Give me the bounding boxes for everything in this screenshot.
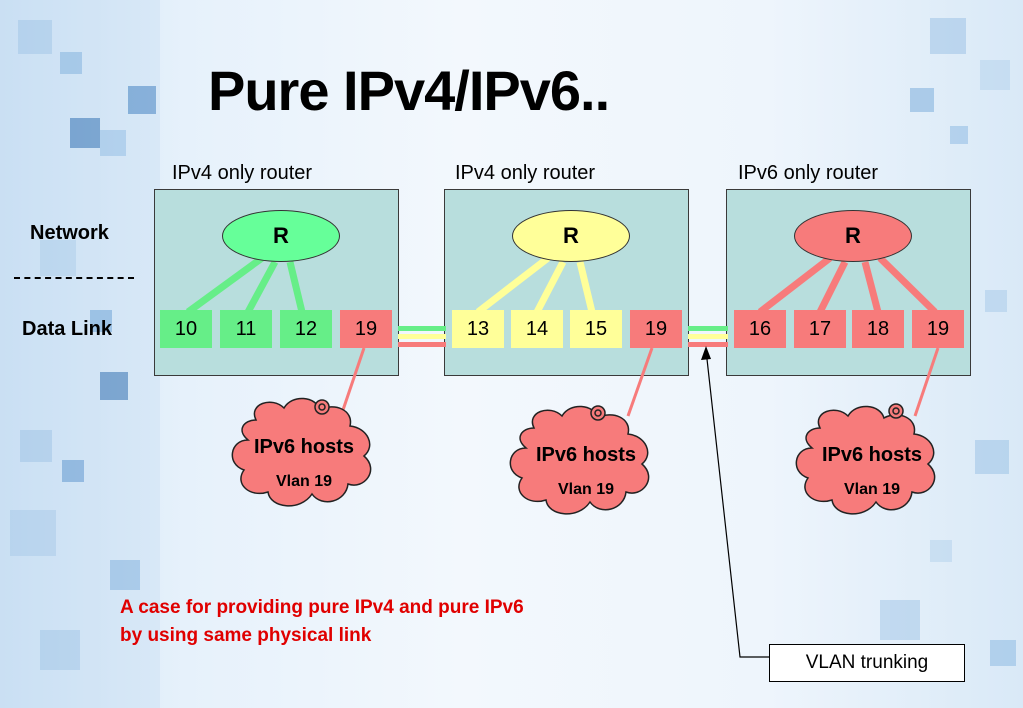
port-19-box1: 19: [340, 310, 392, 348]
router-label-3: IPv6 only router: [738, 162, 879, 184]
trunk-arrow-line: [705, 349, 769, 658]
router-label-2: IPv4 only router: [455, 162, 596, 184]
slide-title: Pure IPv4/IPv6..: [208, 59, 610, 122]
port-12: 12: [280, 310, 332, 348]
hosts-2: IPv6 hosts Vlan 19: [526, 444, 646, 499]
data-link-layer-label: Data Link: [22, 318, 113, 340]
layer-divider: [14, 277, 134, 279]
hosts-1: IPv6 hosts Vlan 19: [244, 436, 364, 491]
port-11: 11: [220, 310, 272, 348]
port-14: 14: [511, 310, 563, 348]
port-13: 13: [452, 310, 504, 348]
trunk-link-1-green: [398, 326, 446, 331]
link-r3-p18: [861, 261, 882, 313]
hosts-1-vlan: Vlan 19: [275, 473, 333, 490]
hosts-3-name: IPv6 hosts: [821, 444, 923, 466]
link-r1-p11: [244, 260, 279, 314]
port-19-box2: 19: [630, 310, 682, 348]
port-16: 16: [734, 310, 786, 348]
link-r3-p17: [816, 260, 849, 314]
port-17: 17: [794, 310, 846, 348]
trunk-arrowhead: [701, 346, 711, 360]
hosts-2-vlan: Vlan 19: [557, 481, 615, 498]
case-note: A case for providing pure IPv4 and pure …: [120, 594, 640, 650]
trunk-link-2-red: [688, 342, 728, 347]
port-18: 18: [852, 310, 904, 348]
router-1: R: [222, 210, 340, 262]
router-3: R: [794, 210, 912, 262]
cloud-2: [509, 405, 650, 515]
link-r3-p16: [757, 255, 833, 315]
trunk-link-1-red: [398, 342, 446, 347]
trunk-link-2-yellow: [688, 334, 728, 339]
host-link-3: [913, 347, 940, 417]
hosts-2-name: IPv6 hosts: [535, 444, 637, 466]
link-r2-p15: [576, 261, 596, 313]
host-link-1: [341, 347, 366, 411]
cloud-1: [231, 397, 372, 507]
network-layer-label: Network: [30, 222, 109, 244]
hosts-1-name: IPv6 hosts: [253, 436, 355, 458]
link-r3-p19: [877, 255, 938, 315]
host-link-2: [626, 347, 654, 417]
case-note-line-2: by using same physical link: [120, 625, 372, 646]
hosts-3-vlan: Vlan 19: [843, 481, 901, 498]
router-2: R: [512, 210, 630, 262]
port-15: 15: [570, 310, 622, 348]
link-r1-p12: [286, 261, 306, 313]
port-10: 10: [160, 310, 212, 348]
trunk-link-2-green: [688, 326, 728, 331]
case-note-line-1: A case for providing pure IPv4 and pure …: [120, 597, 524, 618]
link-r1-p10: [185, 255, 265, 315]
link-r2-p14: [533, 260, 567, 314]
router-label-1: IPv4 only router: [172, 162, 313, 184]
trunk-link-1-yellow: [398, 334, 446, 339]
cloud-3: [795, 403, 936, 515]
vlan-trunking-label: VLAN trunking: [769, 644, 965, 682]
hosts-3: IPv6 hosts Vlan 19: [812, 444, 932, 499]
link-r2-p13: [475, 255, 551, 315]
port-19-box3: 19: [912, 310, 964, 348]
